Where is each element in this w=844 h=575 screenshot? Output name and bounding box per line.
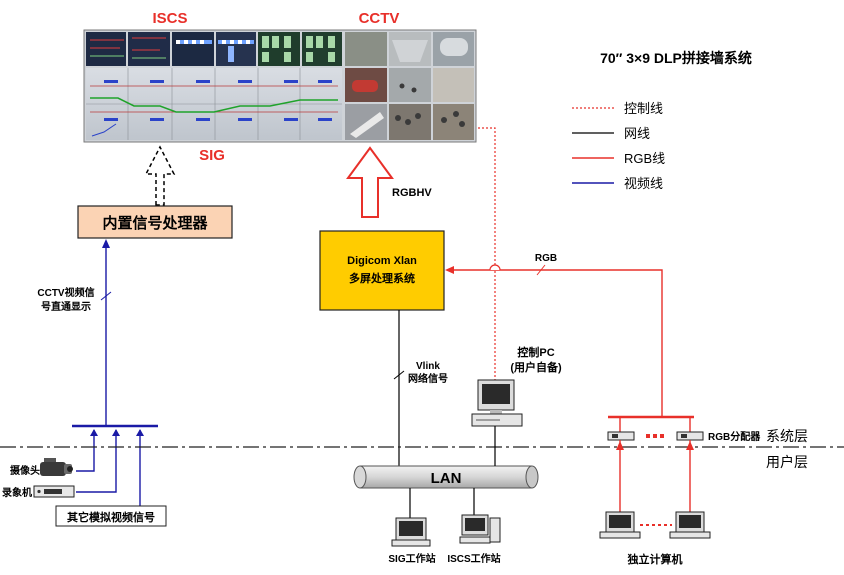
legend-rgb-line-label: RGB线 bbox=[624, 151, 665, 166]
cctv-direct-label-line1: CCTV视频信 bbox=[37, 286, 94, 299]
rgb-line bbox=[452, 269, 663, 416]
control-pc-label-line1: 控制PC bbox=[517, 345, 554, 359]
standalone-pc-icon bbox=[669, 511, 711, 539]
other-analog-label: 其它模拟视频信号 bbox=[67, 510, 155, 524]
user-layer-label: 用户层 bbox=[766, 454, 808, 470]
cctv-screens bbox=[345, 32, 474, 140]
legend: 控制线 网线 RGB线 视频线 bbox=[572, 101, 665, 191]
cctv-label: CCTV bbox=[359, 10, 400, 27]
legend-video-line-label: 视频线 bbox=[624, 176, 663, 191]
xlan-label-line2: 多屏处理系统 bbox=[349, 271, 415, 285]
digicom-xlan-processor: Digicom Xlan 多屏处理系统 bbox=[319, 230, 445, 311]
vlink-label-line2: 网络信号 bbox=[408, 372, 448, 385]
video-source-lines bbox=[76, 430, 141, 506]
standalone-pc-label: 独立计算机 bbox=[627, 552, 683, 566]
lan-bus: LAN bbox=[353, 465, 539, 489]
control-pc-label-line2: (用户自备) bbox=[510, 360, 562, 374]
xlan-label-line1: Digicom Xlan bbox=[347, 255, 417, 267]
rgb-distributor-label: RGB分配器 bbox=[708, 430, 761, 443]
standalone-pc-icon bbox=[599, 511, 641, 539]
rgbhv-arrow-icon bbox=[346, 146, 394, 218]
cctv-direct-label-line2: 号直通显示 bbox=[41, 300, 91, 313]
iscs-screens bbox=[86, 32, 342, 140]
lan-label: LAN bbox=[431, 470, 462, 487]
processor-label: 内置信号处理器 bbox=[102, 214, 208, 232]
recorder-label: 录象机 bbox=[2, 486, 32, 499]
control-line bbox=[476, 127, 496, 381]
control-pc-icon bbox=[471, 379, 523, 427]
video-arrow-head bbox=[102, 239, 110, 248]
legend-network-line-label: 网线 bbox=[624, 126, 650, 141]
rgb-splitter-icon bbox=[607, 431, 635, 441]
vlink-slash-mark bbox=[393, 370, 405, 380]
rgb-splitter-icon bbox=[676, 431, 704, 441]
more-splitters-dots bbox=[646, 434, 664, 438]
sig-station-label: SIG工作站 bbox=[388, 552, 435, 565]
legend-control-line-label: 控制线 bbox=[624, 101, 663, 116]
system-layer-label: 系统层 bbox=[766, 428, 808, 444]
sig-label: SIG bbox=[199, 147, 225, 164]
builtin-signal-processor: 内置信号处理器 bbox=[77, 205, 233, 239]
vlink-label-line1: Vlink bbox=[416, 361, 440, 372]
wall-title: 70″ 3×9 DLP拼接墙系统 bbox=[600, 50, 752, 66]
iscs-station-label: ISCS工作站 bbox=[447, 552, 500, 565]
control-line-hop bbox=[489, 264, 501, 271]
dashed-arrow-to-wall bbox=[144, 145, 176, 206]
rgbhv-label: RGBHV bbox=[392, 187, 432, 199]
rgb-label: RGB bbox=[535, 253, 557, 264]
camera-label: 摄像头 bbox=[10, 464, 40, 477]
iscs-workstation-icon bbox=[459, 514, 501, 544]
rgb-slash-mark bbox=[536, 264, 546, 276]
sig-workstation-icon bbox=[391, 517, 431, 547]
rgb-arrow-head bbox=[445, 266, 454, 274]
iscs-label: ISCS bbox=[152, 10, 187, 27]
recorder-icon bbox=[33, 485, 75, 498]
other-analog-video-box bbox=[55, 505, 167, 527]
camera-icon bbox=[40, 458, 73, 476]
dlp-video-wall: ISCS CCTV SIG bbox=[83, 10, 477, 164]
video-slash-mark bbox=[100, 291, 112, 301]
